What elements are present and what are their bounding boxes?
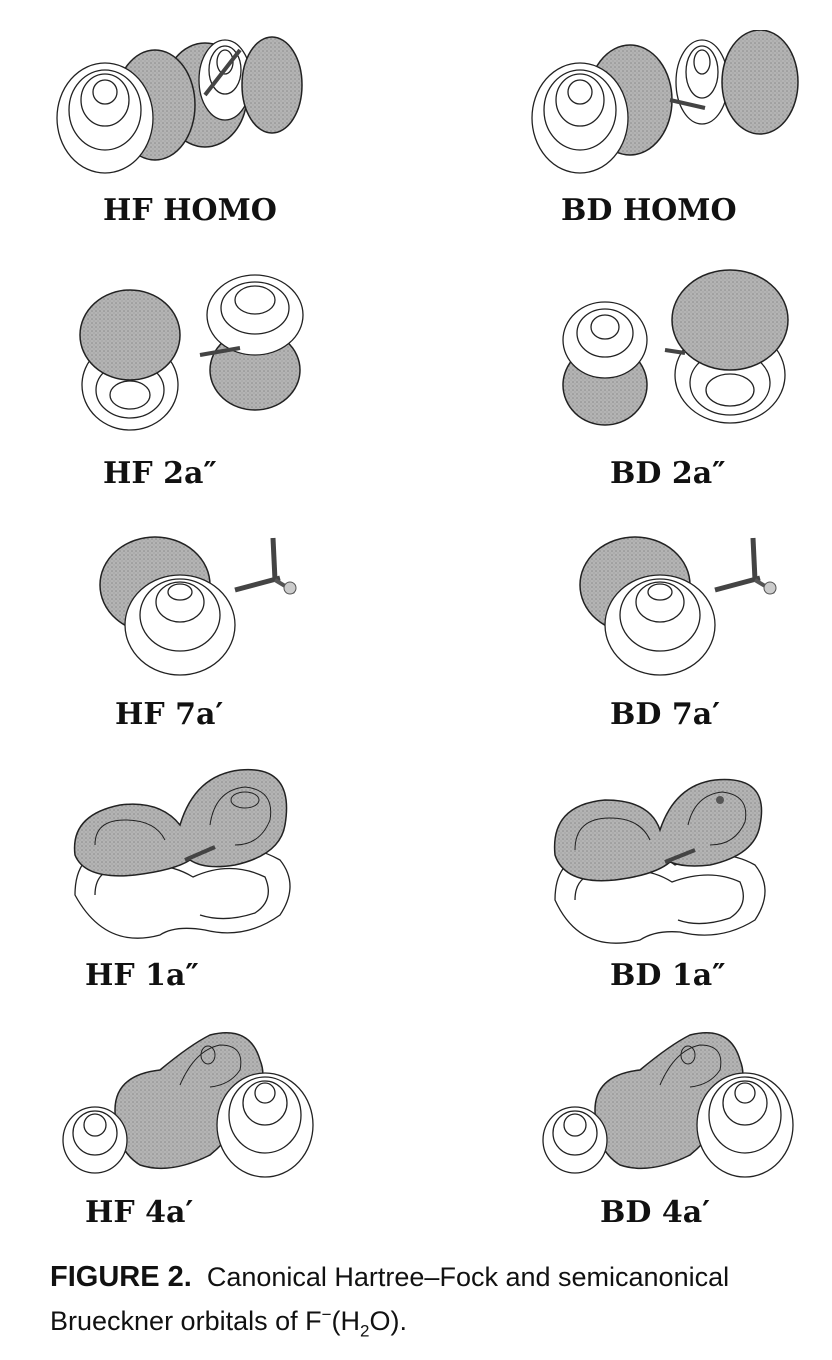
orbital-label: BD 7a′	[610, 697, 721, 732]
orbital-label: HF 4a′	[85, 1195, 194, 1230]
orbital-plot-bd-2a2	[562, 269, 789, 426]
orbital-label: BD 4a′	[600, 1195, 711, 1230]
figure-caption-text: (H	[331, 1306, 361, 1336]
orbital-plot-bd-1a2	[553, 778, 766, 944]
orbital-plot-hf-2a2	[79, 274, 304, 431]
orbital-label: HF HOMO	[103, 193, 277, 228]
orbital-panel-hf-4a1	[60, 1025, 360, 1185]
orbital-plot-hf-7a1	[99, 536, 297, 676]
orbital-panel-bd-2a2	[560, 265, 832, 435]
figure-caption-lead: FIGURE 2.	[50, 1261, 192, 1293]
orbital-plot-hf-homo	[56, 36, 303, 174]
orbital-label: BD 1a″	[610, 958, 726, 993]
figure-caption: FIGURE 2. Canonical Hartree–Fock and sem…	[50, 1258, 830, 1350]
orbital-plot-bd-homo	[531, 30, 799, 174]
orbital-figure: HF HOMO BD HOMO	[50, 30, 832, 1230]
orbital-panel-bd-4a1	[540, 1025, 832, 1185]
orbital-panel-bd-homo	[530, 30, 830, 180]
orbital-label: HF 7a′	[115, 697, 224, 732]
orbital-label: BD HOMO	[561, 193, 737, 228]
figure-caption-text: Canonical Hartree–Fock and semicanonical…	[50, 1262, 730, 1336]
orbital-plot-hf-1a2	[73, 768, 291, 939]
orbital-label: HF 1a″	[85, 958, 199, 993]
orbital-panel-bd-1a2	[550, 770, 832, 950]
subscript: 2	[360, 1321, 370, 1341]
orbital-panel-hf-1a2	[65, 765, 365, 945]
charge-superscript: −	[321, 1305, 332, 1324]
orbital-panel-bd-7a1	[575, 530, 832, 680]
orbital-panel-hf-7a1	[95, 530, 395, 680]
orbital-plot-hf-4a1	[62, 1032, 314, 1178]
orbital-panel-hf-2a2	[75, 270, 375, 440]
figure-caption-text: O).	[369, 1306, 408, 1336]
orbital-label: BD 2a″	[610, 456, 726, 491]
orbital-label: HF 2a″	[103, 456, 217, 491]
orbital-plot-bd-7a1	[579, 536, 777, 676]
orbital-plot-bd-4a1	[542, 1032, 794, 1178]
orbital-panel-hf-homo	[50, 30, 350, 180]
